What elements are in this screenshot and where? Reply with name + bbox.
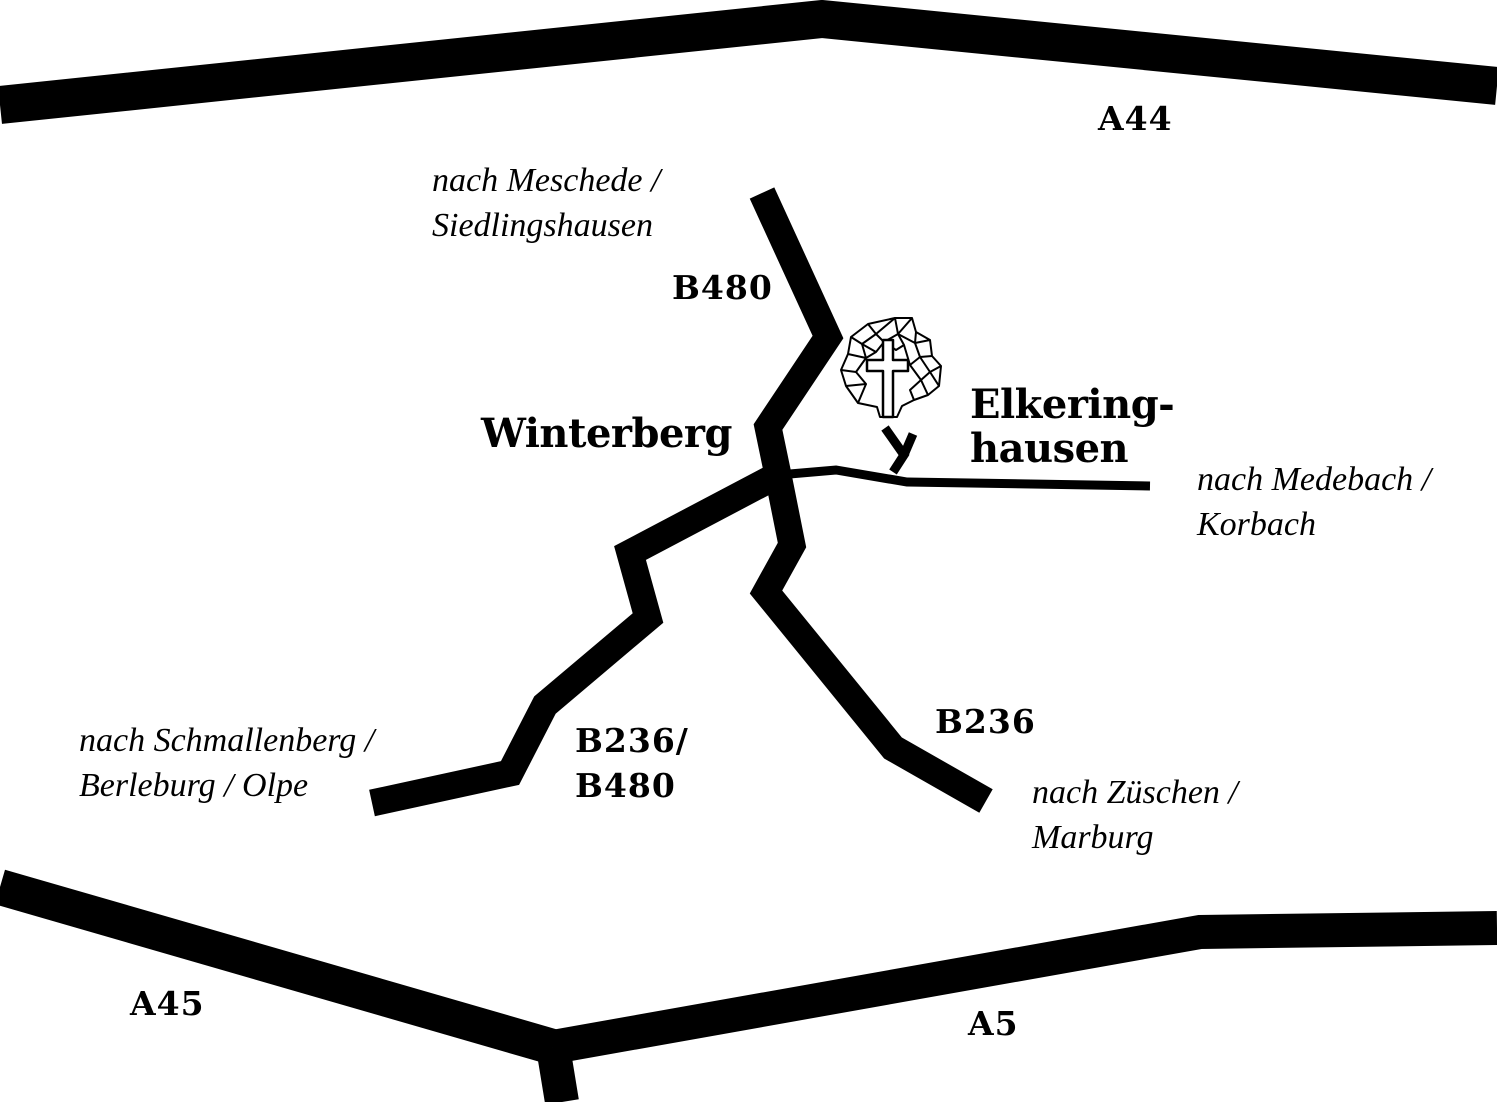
- direction-label-meschede-line2: Siedlingshausen: [432, 207, 653, 244]
- road-label-a5: A5: [968, 1004, 1019, 1043]
- road-label-a45: A45: [130, 984, 205, 1023]
- place-label-elkeringhausen: Elkering- hausen: [970, 381, 1175, 472]
- road-a45: [0, 869, 559, 1065]
- road-a5: [550, 911, 1497, 1064]
- road-label-b236-b480: B236/ B480: [575, 718, 689, 808]
- road-a44: [0, 0, 1497, 124]
- road-label-b480: B480: [672, 268, 773, 307]
- place-label-winterberg: Winterberg: [481, 410, 732, 457]
- road-a45-a5-connector: [536, 1044, 579, 1102]
- direction-label-schmallenberg-line1: nach Schmallenberg /: [79, 722, 375, 759]
- direction-label-zueschen-line1: nach Züschen /: [1032, 774, 1238, 811]
- road-label-b236: B236: [935, 702, 1036, 741]
- direction-label-meschede: nach Meschede / Siedlingshausen: [432, 158, 660, 248]
- direction-label-medebach-line1: nach Medebach /: [1197, 461, 1432, 498]
- road-label-a44: A44: [1098, 99, 1173, 138]
- road-b236-b480-southwest: [369, 463, 785, 817]
- road-spur-elkeringhausen: [881, 425, 910, 475]
- direction-label-meschede-line1: nach Meschede /: [432, 162, 661, 199]
- direction-label-schmallenberg-line2: Berleburg / Olpe: [79, 767, 309, 804]
- place-label-elkeringhausen-line2: hausen: [970, 425, 1129, 472]
- road-spur-branch: [899, 432, 918, 457]
- road-east-medebach: [777, 465, 1151, 491]
- direction-label-zueschen: nach Züschen / Marburg: [1032, 770, 1238, 860]
- direction-label-medebach: nach Medebach / Korbach: [1197, 457, 1431, 547]
- road-label-b236-b480-line2: B480: [575, 766, 676, 805]
- direction-label-schmallenberg: nach Schmallenberg / Berleburg / Olpe: [79, 718, 374, 808]
- road-b480-north: [749, 187, 844, 478]
- tree-with-cross-icon: [840, 317, 942, 419]
- direction-label-zueschen-line2: Marburg: [1032, 819, 1154, 856]
- place-label-elkeringhausen-line1: Elkering-: [970, 381, 1175, 428]
- road-b236-southeast: [749, 472, 993, 813]
- road-label-b236-b480-line1: B236/: [575, 721, 689, 760]
- direction-label-medebach-line2: Korbach: [1197, 506, 1316, 543]
